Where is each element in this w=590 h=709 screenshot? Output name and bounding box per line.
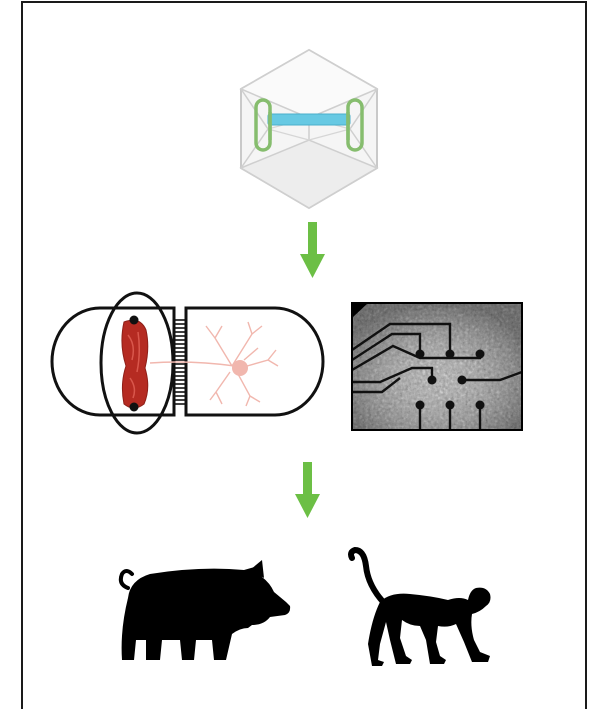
itr-loop-left — [254, 98, 272, 152]
microelectrode-array-icon — [351, 302, 523, 431]
transgene-cassette — [267, 113, 351, 126]
pillar-top — [129, 315, 139, 325]
monkey-icon — [348, 546, 491, 666]
pig-icon — [118, 560, 291, 660]
down-arrow-icon — [300, 222, 325, 278]
neuron-soma — [232, 360, 248, 376]
pillar-bottom — [129, 402, 139, 412]
muscle-tissue — [121, 319, 149, 409]
figure-frame — [21, 1, 587, 709]
itr-loop-right — [346, 98, 364, 152]
motor-neuron — [149, 321, 279, 407]
neuromuscular-chamber-icon — [50, 291, 325, 435]
down-arrow-icon — [295, 462, 320, 518]
aav-capsid-icon — [239, 48, 379, 210]
